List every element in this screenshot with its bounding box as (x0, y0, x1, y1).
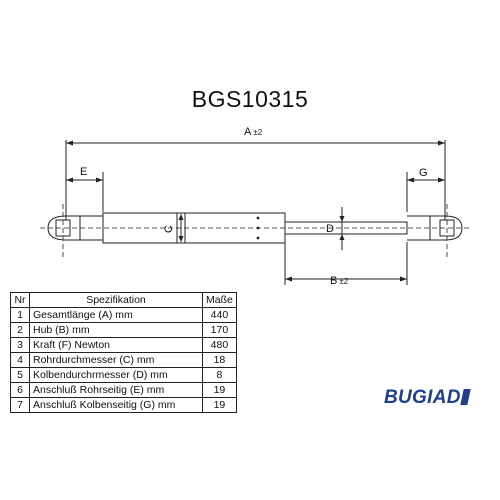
tube-dot-1 (256, 216, 260, 220)
dim-e-label: E (80, 166, 87, 178)
tube-dot-3 (256, 236, 260, 240)
row-spec: Gesamtlänge (A) mm (29, 307, 203, 323)
row-spec: Rohrdurchmesser (C) mm (29, 352, 203, 368)
arrow-g-right (438, 177, 445, 183)
arrow-c-bottom (178, 236, 184, 242)
arrow-g-left (407, 177, 414, 183)
header-value: Maße (202, 292, 237, 308)
arrow-c-top (178, 214, 184, 220)
brand-name: BUGIAD (384, 387, 461, 408)
arrow-a-right (438, 140, 445, 146)
right-end-fitting (407, 215, 463, 241)
header-spec: Spezifikation (29, 292, 203, 308)
dim-b-label: B±2 (330, 275, 349, 287)
arrow-b-left (285, 276, 292, 282)
part-number-title: BGS10315 (191, 86, 309, 112)
row-nr: 5 (10, 367, 30, 383)
row-value: 19 (202, 382, 237, 398)
row-value: 19 (202, 397, 237, 413)
row-nr: 7 (10, 397, 30, 413)
table-header-row: Nr Spezifikation Maße (10, 292, 237, 308)
row-value: 18 (202, 352, 237, 368)
row-value: 8 (202, 367, 237, 383)
row-nr: 4 (10, 352, 30, 368)
row-value: 440 (202, 307, 237, 323)
row-nr: 3 (10, 337, 30, 353)
row-spec: Kolbendurchrmesser (D) mm (29, 367, 203, 383)
arrow-e-right (96, 177, 103, 183)
row-nr: 6 (10, 382, 30, 398)
row-value: 170 (202, 322, 237, 338)
row-spec: Anschluß Kolbenseitig (G) mm (29, 397, 203, 413)
row-spec: Anschluß Rohrseitig (E) mm (29, 382, 203, 398)
arrow-e-left (66, 177, 73, 183)
row-spec: Hub (B) mm (29, 322, 203, 338)
dim-a-label: A±2 (244, 126, 263, 138)
row-nr: 2 (10, 322, 30, 338)
dim-d-label: D (326, 223, 334, 235)
dim-c-label: C (163, 225, 175, 233)
tube-dot-2 (256, 226, 260, 230)
brand-logo: BUGIAD (384, 387, 471, 409)
arrow-a-left (66, 140, 73, 146)
row-nr: 1 (10, 307, 30, 323)
row-spec: Kraft (F) Newton (29, 337, 203, 353)
row-value: 480 (202, 337, 237, 353)
arrow-b-right (400, 276, 407, 282)
header-nr: Nr (10, 292, 30, 308)
arrow-d-bottom (339, 234, 345, 240)
arrow-d-top (339, 216, 345, 222)
dim-g-label: G (419, 167, 428, 179)
